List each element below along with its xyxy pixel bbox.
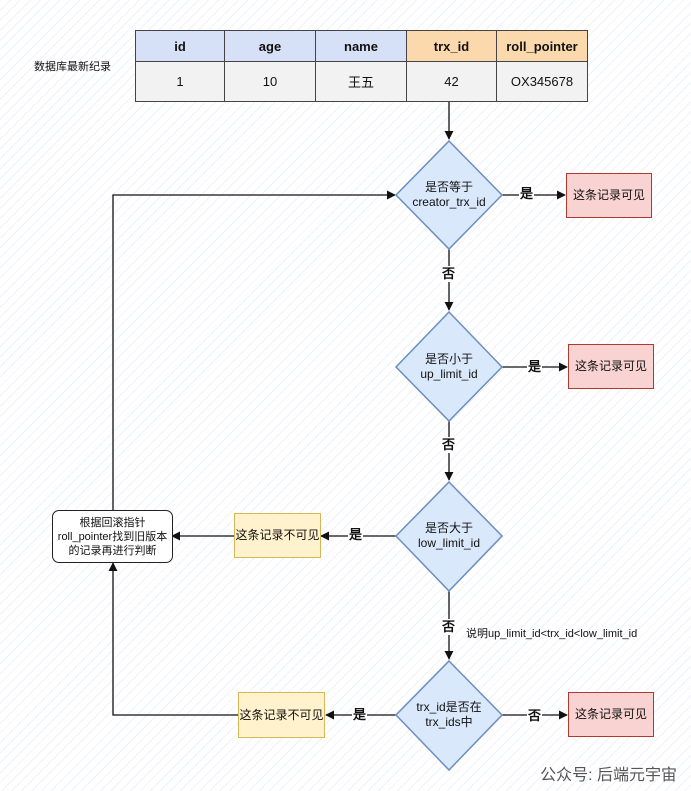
decision-3-line-1: 是否大于 (424, 521, 473, 535)
rollback-line-2: roll_pointer找到旧版本 (57, 530, 168, 543)
visible-box-1: 这条记录可见 (566, 173, 652, 218)
table-row: 1 10 王五 42 OX345678 (135, 61, 588, 102)
condition-note: 说明up_limit_id<trx_id<low_limit_id (466, 628, 638, 640)
record-table: id age name trx_id roll_pointer 1 10 王五 … (135, 30, 588, 102)
cell-trx-id: 42 (406, 61, 497, 102)
rollback-pointer-box: 根据回滚指针 roll_pointer找到旧版本 的记录再进行判断 (52, 510, 173, 563)
rollback-line-1: 根据回滚指针 (79, 516, 146, 529)
decision-diamond-2 (394, 310, 504, 423)
col-header-age: age (224, 30, 316, 62)
decision-1-text: 是否等于 creator_trx_id (401, 175, 497, 215)
col-header-name: name (315, 30, 407, 62)
edge-label-d4-no: 否 (527, 708, 543, 724)
db-latest-record-label: 数据库最新纪录 (34, 61, 111, 73)
edge-label-d3-yes: 是 (348, 527, 364, 543)
decision-4-line-2: trx_ids中 (425, 715, 473, 729)
decision-2-text: 是否小于 up_limit_id (401, 347, 497, 387)
visible-box-4: 这条记录可见 (568, 692, 654, 737)
decision-diamond-4 (394, 659, 504, 772)
edge-label-d2-no: 否 (441, 437, 457, 453)
col-header-roll-pointer: roll_pointer (496, 30, 588, 62)
edge-label-d1-no: 否 (441, 266, 457, 282)
col-header-trx-id: trx_id (406, 30, 497, 62)
decision-4-text: trx_id是否在 trx_ids中 (401, 695, 497, 735)
decision-1-line-2: creator_trx_id (412, 195, 486, 209)
decision-2-line-1: 是否小于 (424, 352, 473, 366)
col-header-id: id (135, 30, 225, 62)
edge-label-d3-no: 否 (441, 619, 457, 635)
decision-2-line-2: up_limit_id (420, 367, 478, 381)
decision-4-line-1: trx_id是否在 (416, 700, 482, 714)
cell-roll-pointer: OX345678 (496, 61, 588, 102)
invisible-box-4: 这条记录不可见 (238, 692, 325, 738)
visible-box-2: 这条记录可见 (568, 344, 654, 389)
edge-label-d2-yes: 是 (527, 359, 543, 375)
decision-3-text: 是否大于 low_limit_id (401, 516, 497, 556)
cell-age: 10 (224, 61, 316, 102)
decision-diamond-1 (394, 139, 504, 251)
edge-label-d4-yes: 是 (352, 707, 368, 723)
cell-name: 王五 (315, 61, 407, 102)
decision-diamond-3 (394, 480, 504, 593)
edge-rollback-loop (112, 190, 396, 510)
decision-1-line-1: 是否等于 (424, 180, 473, 194)
cell-id: 1 (135, 61, 225, 102)
rollback-line-3: 的记录再进行判断 (68, 544, 157, 557)
edge-label-d1-yes: 是 (519, 186, 535, 202)
watermark-text: 公众号: 后端元宇宙 (540, 767, 677, 784)
invisible-box-3: 这条记录不可见 (234, 513, 321, 558)
decision-3-line-2: low_limit_id (417, 536, 481, 550)
edge-invisible4-to-rollback (108, 562, 238, 716)
